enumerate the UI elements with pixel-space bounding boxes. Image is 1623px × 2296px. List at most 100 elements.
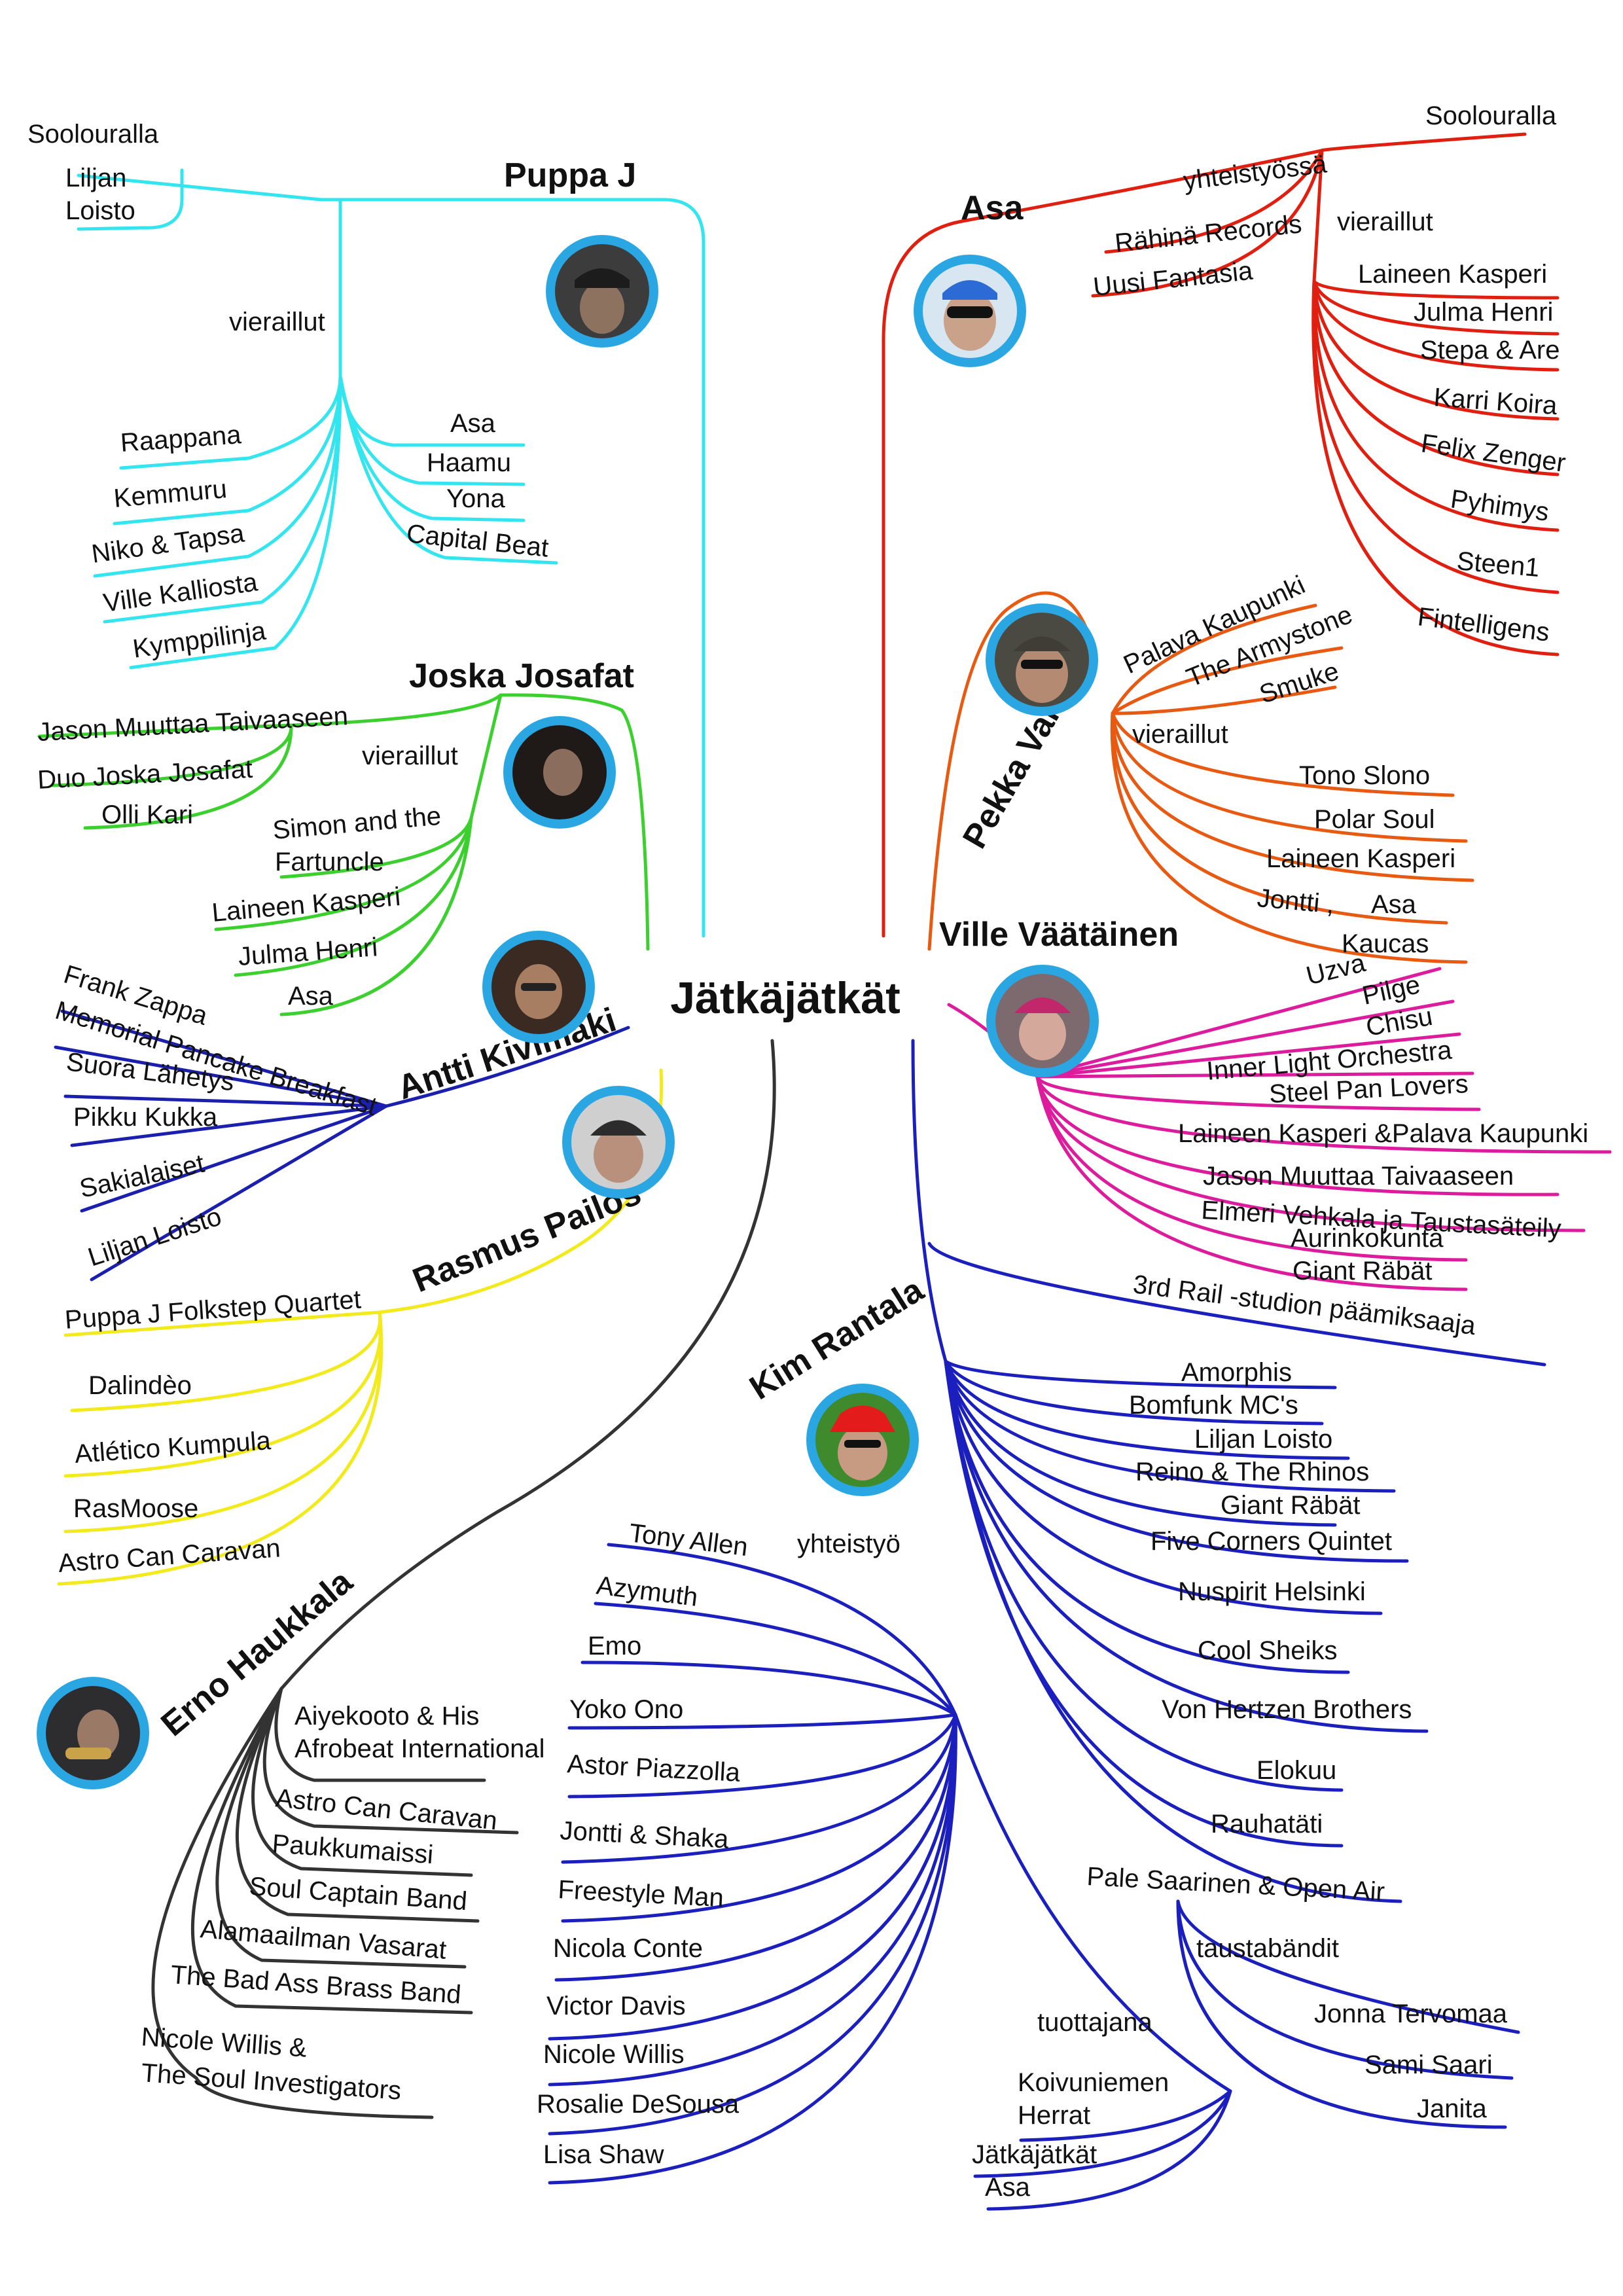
guest-item: Capital Beat <box>405 519 550 563</box>
guest-item: Asa <box>1371 890 1417 919</box>
edge-nuspirit <box>944 1359 1383 1615</box>
edge-solo-puppa <box>77 173 342 202</box>
edge-folkstep <box>63 1310 382 1337</box>
member-name: Puppa J <box>504 156 636 194</box>
edge-jason-v <box>1035 1075 1560 1196</box>
edge-tono <box>1111 711 1455 797</box>
edge-liljan-a <box>90 1104 388 1282</box>
edge-steen1 <box>1311 279 1560 594</box>
guest-label: vieraillut <box>362 742 458 770</box>
edge-pikku <box>70 1104 388 1147</box>
edge-astro-e <box>262 1687 519 1835</box>
edge-koivuniemen <box>1019 2089 1232 2142</box>
avatar-asa <box>914 255 1026 367</box>
group-item: Elokuu <box>1257 1756 1336 1785</box>
edge-guest-asa <box>1312 149 1324 283</box>
edge-soul-captain <box>235 1687 480 1923</box>
group-item: Five Corners Quintet <box>1150 1527 1392 1556</box>
group-item: Rauhatäti <box>1211 1810 1323 1839</box>
edge-steel-pan <box>1035 1075 1481 1111</box>
edge-cool-sheiks <box>944 1359 1350 1674</box>
diagram-title: Jätkäjätkät <box>670 973 901 1023</box>
backing-item: Janita <box>1417 2094 1487 2123</box>
guest-item: Fartuncle <box>275 848 384 876</box>
group-item: Liljan Loisto <box>1194 1425 1332 1454</box>
edge-victor <box>548 1713 957 2041</box>
edge-elmeri <box>1035 1075 1586 1232</box>
edge-five-corners <box>944 1359 1409 1563</box>
edge-jonna <box>1176 1899 1520 2034</box>
group-item: Cool Sheiks <box>1198 1636 1337 1665</box>
edge-zappa <box>60 1009 388 1108</box>
edge-kymppilinja <box>129 374 342 670</box>
edge-reino <box>944 1359 1396 1493</box>
group-item: Giant Räbät <box>1293 1257 1432 1285</box>
avatars <box>37 235 1099 1789</box>
edge-pale <box>944 1359 1402 1903</box>
group-item: The Bad Ass Brass Band <box>169 1960 462 2009</box>
edge-felix <box>1312 279 1560 476</box>
group-item: Pikku Kukka <box>73 1103 218 1132</box>
group-item: Amorphis <box>1181 1358 1292 1387</box>
group-item: Nicole Willis & <box>140 2022 308 2063</box>
edge-jontti <box>1111 711 1448 925</box>
collab-item: Rähinä Records <box>1113 209 1303 258</box>
collab-item: Astor Piazzolla <box>567 1749 741 1787</box>
guest-item: Julma Henri <box>238 933 379 971</box>
edge-liljan-k <box>944 1359 1350 1460</box>
edge-chisu <box>1035 1032 1461 1079</box>
edge-astro-r <box>57 1310 383 1586</box>
cluster-asa: Asa Soolouralla yhteistyössä Rähinä Reco… <box>961 101 1567 656</box>
group-item: Dalindèo <box>88 1371 192 1400</box>
group-item: Duo Joska Josafat <box>37 755 253 795</box>
edge-palava <box>1111 603 1317 715</box>
guest-item: Laineen Kasperi <box>211 882 402 927</box>
group-item: Giant Räbät <box>1221 1491 1360 1520</box>
edge-sami <box>1176 1899 1514 2080</box>
guest-item: Jontti , <box>1256 884 1335 919</box>
edge-duo <box>50 725 293 787</box>
member-name: Kim Rantala <box>743 1270 931 1407</box>
backing-item: Jonna Tervomaa <box>1314 2000 1508 2028</box>
producer-label: tuottajana <box>1037 2008 1152 2037</box>
producer-item: Herrat <box>1018 2101 1090 2130</box>
edge-freestyle <box>561 1713 957 1923</box>
group-item: Jason Muuttaa Taivaaseen <box>1203 1162 1514 1191</box>
group-item: Bomfunk MC's <box>1129 1391 1298 1420</box>
edge-simon <box>279 816 473 879</box>
edge-kaucas <box>1110 711 1468 964</box>
edge-asa-p <box>338 374 526 447</box>
group-item: Puppa J Folkstep Quartet <box>64 1285 363 1335</box>
solo-item: Liljan <box>65 164 126 192</box>
edge-lisa <box>548 1713 957 2185</box>
group-item: Aiyekooto & His <box>294 1702 479 1731</box>
avatar-joska-josafat <box>503 716 616 829</box>
avatar-rasmus-pailos <box>562 1086 675 1198</box>
group-item: Atlético Kumpula <box>74 1426 272 1469</box>
avatar-antti-kivimaki <box>482 931 595 1043</box>
edge-giant-v <box>1035 1075 1468 1291</box>
collab-item: Freestyle Man <box>558 1875 724 1912</box>
avatar-puppa-j <box>546 235 658 348</box>
group-item: Reino & The Rhinos <box>1135 1458 1369 1486</box>
edge-polar <box>1111 711 1468 843</box>
edge-nicole-e <box>151 1687 434 2119</box>
guest-item: Haamu <box>427 448 511 477</box>
edge-suora <box>63 1094 388 1108</box>
edge-asa-j <box>279 816 473 1016</box>
solo-label: Soolouralla <box>27 120 159 149</box>
producer-item: Koivuniemen <box>1018 2068 1169 2097</box>
collab-item: Yoko Ono <box>569 1695 683 1724</box>
edge-stepa <box>1312 279 1560 372</box>
group-item: Aurinkokunta <box>1291 1224 1444 1253</box>
edge-azymuth <box>594 1602 957 1717</box>
guest-item: Stepa & Are <box>1420 336 1560 365</box>
cluster-joska-josafat: Joska Josafat Jason Muuttaa Taivaaseen D… <box>37 657 634 1016</box>
collab-label: yhteistyössä <box>1182 149 1329 196</box>
collab-item: Emo <box>588 1632 641 1660</box>
group-item: The Soul Investigators <box>140 2058 402 2106</box>
cluster-puppa-j: Puppa J Soolouralla Liljan Loisto vierai… <box>27 120 636 670</box>
guest-item: Yona <box>446 484 506 513</box>
member-name: Asa <box>961 189 1024 227</box>
group-item: Smuke <box>1256 656 1342 709</box>
